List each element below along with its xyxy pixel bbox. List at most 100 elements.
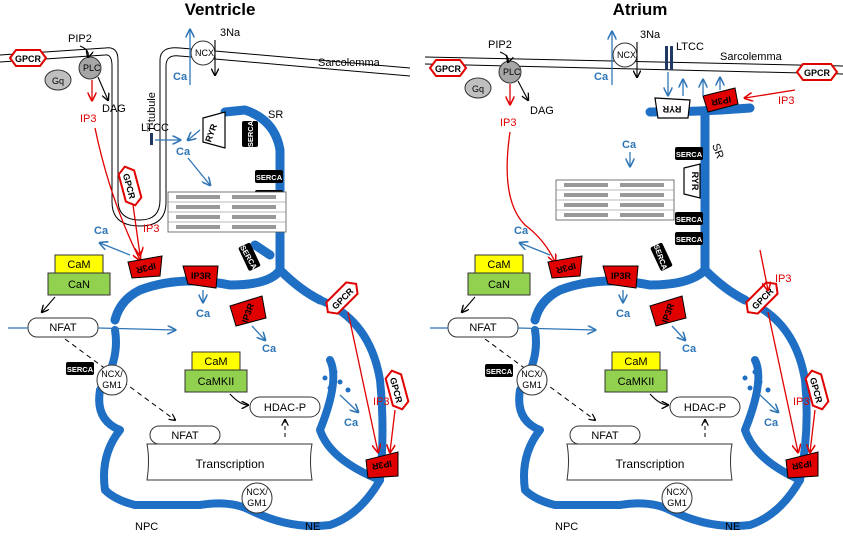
dag-label: DAG: [102, 103, 126, 115]
nfat-label: NFAT: [49, 322, 77, 334]
svg-text:SERCA: SERCA: [246, 120, 255, 147]
ip3r-channel-2: IP3R: [182, 265, 219, 289]
svg-text:SERCA: SERCA: [256, 173, 283, 182]
gq-label: Gq: [52, 76, 64, 86]
ip3-label-ne-top: IP3: [775, 273, 792, 285]
ne-label: NE: [305, 521, 320, 533]
ca-label-ip3r1: Ca: [514, 225, 529, 237]
gpcr-receptor-right: GPCR: [795, 63, 839, 81]
ca-label-ncx: Ca: [594, 71, 609, 83]
serca-pump-3: SERCA: [675, 232, 703, 245]
ncx-label: NCX: [195, 48, 214, 58]
ca-label-ryr: Ca: [176, 146, 191, 158]
cam-label: CaM: [487, 259, 510, 271]
npc-label: NPC: [135, 521, 158, 533]
sarcolemma-membrane-outer: [0, 47, 411, 221]
hdac-p-box: [669, 396, 741, 418]
gq-protein: [44, 69, 72, 91]
ca-label-ip3r1: Ca: [94, 225, 109, 237]
svg-text:IP3R: IP3R: [611, 271, 632, 281]
gpcr-receptor-top: GPCR: [8, 49, 48, 67]
ncx-gm1-1: [516, 364, 548, 396]
svg-text:GM1: GM1: [522, 380, 542, 390]
sr-label: SR: [268, 109, 283, 121]
ip3r-channel-3: IP3R: [649, 295, 687, 327]
ip3-label-ne: IP3: [793, 396, 810, 408]
pip2-label: PIP2: [488, 39, 512, 51]
ltcc-channel: [665, 46, 668, 70]
panel-title: Ventricle: [185, 0, 256, 19]
nfat-nuc-label: NFAT: [591, 430, 619, 442]
myofibril-bundle: [167, 191, 287, 233]
svg-text:GM1: GM1: [667, 498, 687, 508]
gq-label: Gq: [472, 84, 484, 94]
svg-text:IP3R: IP3R: [791, 458, 813, 471]
transcription-label: Transcription: [616, 457, 685, 471]
svg-text:IP3R: IP3R: [191, 271, 212, 281]
ltcc-channel: [150, 133, 153, 145]
cam-label-nuc: CaM: [624, 356, 647, 368]
nfat-nuc-label: NFAT: [171, 430, 199, 442]
svg-text:RYR: RYR: [662, 104, 681, 114]
serca-pump-1: SERCA: [675, 147, 703, 160]
svg-text:RYR: RYR: [690, 172, 700, 191]
camkii-box: [184, 369, 248, 393]
ip3r-channel-top: IP3R: [702, 87, 739, 113]
na3-label: 3Na: [640, 29, 661, 41]
sarcolemma-membrane-inner: [0, 54, 411, 227]
svg-text:NCX/: NCX/: [101, 369, 123, 379]
gpcr-receptor-ne-1: GPCR: [325, 281, 359, 315]
ca-label-nuc: Ca: [344, 417, 359, 429]
svg-text:IP3R: IP3R: [710, 94, 732, 107]
t-tubule-label: T-tubule: [146, 92, 158, 132]
gpcr-receptor-ne-2: GPCR: [804, 369, 830, 411]
npc-label: NPC: [555, 521, 578, 533]
ne-label: NE: [725, 521, 740, 533]
gpcr-receptor-ne-2: GPCR: [384, 369, 410, 411]
ncx-gm1-2: [661, 482, 693, 514]
ltcc-label: LTCC: [141, 122, 169, 134]
sr-network: [95, 105, 387, 530]
svg-text:SERCA: SERCA: [676, 215, 703, 224]
serca-pump-2: SERCA: [675, 212, 703, 225]
ip3r-channel-1: IP3R: [547, 255, 583, 279]
ryr-channel: RYR: [202, 111, 226, 149]
ip3-label-right: IP3: [778, 95, 795, 107]
ltcc-label: LTCC: [676, 41, 704, 53]
svg-text:SERCA: SERCA: [486, 367, 513, 376]
cam-label-nuc: CaM: [204, 356, 227, 368]
ca-label-ip3r3: Ca: [682, 343, 697, 355]
hdac-p-label: HDAC-P: [264, 402, 306, 414]
sarcolemma-membrane-inner: [424, 63, 843, 75]
camkii-label: CaMKII: [198, 376, 235, 388]
can-label: CaN: [488, 279, 510, 291]
ip3r-channel-1: IP3R: [127, 255, 163, 279]
ip3r-channel-3: IP3R: [229, 295, 267, 327]
na3-label: 3Na: [220, 27, 241, 39]
svg-text:NCX/: NCX/: [246, 487, 268, 497]
svg-text:IP3R: IP3R: [371, 458, 393, 471]
plc-label: PLC: [503, 67, 521, 77]
gpcr-receptor-ttubule: GPCR: [117, 165, 143, 207]
pip2-label: PIP2: [68, 33, 92, 45]
myofibril-bundle: [555, 179, 675, 221]
svg-text:GPCR: GPCR: [435, 64, 462, 74]
serca-pump-4: SERCA: [650, 242, 673, 272]
ip3-label-top: IP3: [80, 113, 97, 125]
transcription-box: [146, 443, 313, 481]
ca-label-ip3r2: Ca: [616, 308, 631, 320]
ventricle-panel: Ventricle Sarcolemma T-tubule GPCR Gq PL…: [0, 0, 411, 533]
transcription-box: [566, 443, 733, 481]
plc-label: PLC: [83, 63, 101, 73]
serca-pump-nucleus: SERCA: [66, 362, 94, 375]
svg-text:SERCA: SERCA: [67, 365, 94, 374]
svg-text:GPCR: GPCR: [15, 54, 42, 64]
sarcolemma-label: Sarcolemma: [318, 57, 381, 69]
can-box: [47, 272, 111, 296]
ip3-label-top: IP3: [500, 117, 517, 129]
ncx-gm1-2: [241, 482, 273, 514]
can-label: CaN: [68, 279, 90, 291]
sr-network: [515, 103, 811, 530]
